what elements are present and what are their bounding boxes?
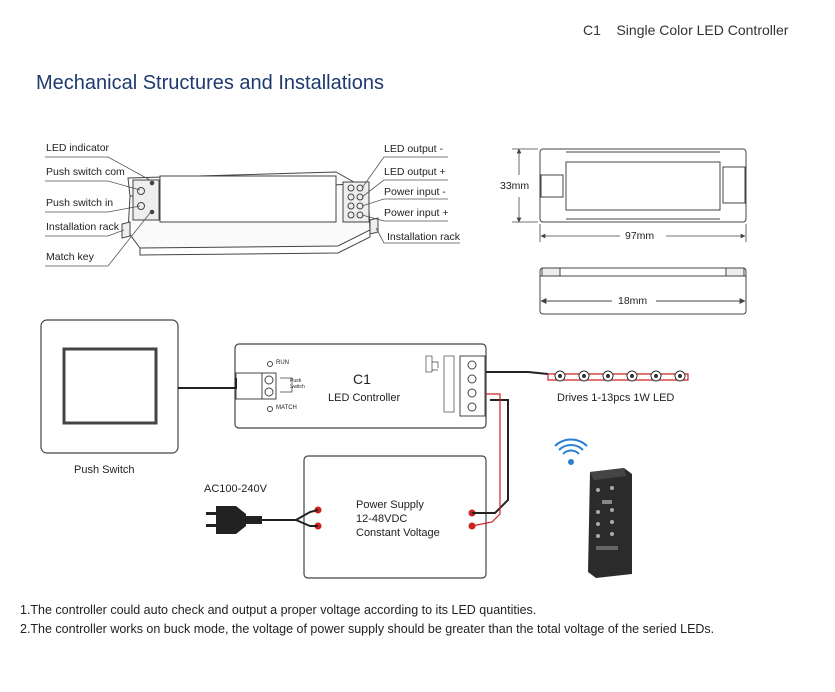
psu-line3: Constant Voltage [356,527,440,539]
psu-line2: 12-48VDC [356,513,408,525]
controller-model-label: C1 [353,371,371,387]
dimension-width: 97mm [625,230,655,242]
label-installation-rack-left: Installation rack [46,221,119,233]
push-switch-wire [178,378,237,389]
header-product: Single Color LED Controller [616,22,789,38]
remote-control-icon [588,468,632,578]
note-2: 2.The controller works on buck mode, the… [20,622,715,636]
label-installation-rack-right: Installation rack [387,231,460,243]
wireless-signal-icon [554,438,588,465]
label-led-indicator: LED indicator [46,142,110,154]
label-power-input-neg: Power input - [384,186,446,198]
ac-plug-icon [206,506,319,534]
width-dimension [539,224,747,242]
label-push-switch: Push Switch [74,464,135,476]
controller-isometric-drawing [121,171,379,256]
run-label: RUN [276,360,289,366]
psu-to-controller-wire [472,399,509,514]
led-strip-label: Drives 1-13pcs 1W LED [557,392,675,404]
side-view-drawing [539,267,747,315]
push-switch-panel [40,319,179,454]
label-push-switch-com: Push switch com [46,166,125,178]
note-1: 1.The controller could auto check and ou… [20,603,537,617]
dimension-height: 33mm [500,180,530,192]
label-match-key: Match key [46,251,94,263]
section-title: Mechanical Structures and Installations [36,72,384,94]
header-model: C1 [583,22,601,38]
push-switch-side-label: Push Switch [290,378,305,390]
label-power-input-pos: Power input + [384,207,449,219]
top-view-drawing [539,148,747,223]
led-strip [486,370,689,382]
label-push-switch-in: Push switch in [46,197,114,209]
controller-wiring-box [234,343,487,429]
match-label: MATCH [276,405,297,411]
label-led-output-neg: LED output - [384,143,443,155]
power-supply-box [303,455,487,579]
height-dimension [512,148,538,223]
controller-name-label: LED Controller [328,392,401,404]
dimension-depth: 18mm [618,295,648,307]
document-header: C1 Single Color LED Controller [583,22,788,38]
label-led-output-pos: LED output + [384,166,446,178]
ac-input-label: AC100-240V [204,483,267,495]
left-callout-lines [45,156,151,267]
psu-line1: Power Supply [356,499,424,511]
right-callout-lines [361,156,460,244]
